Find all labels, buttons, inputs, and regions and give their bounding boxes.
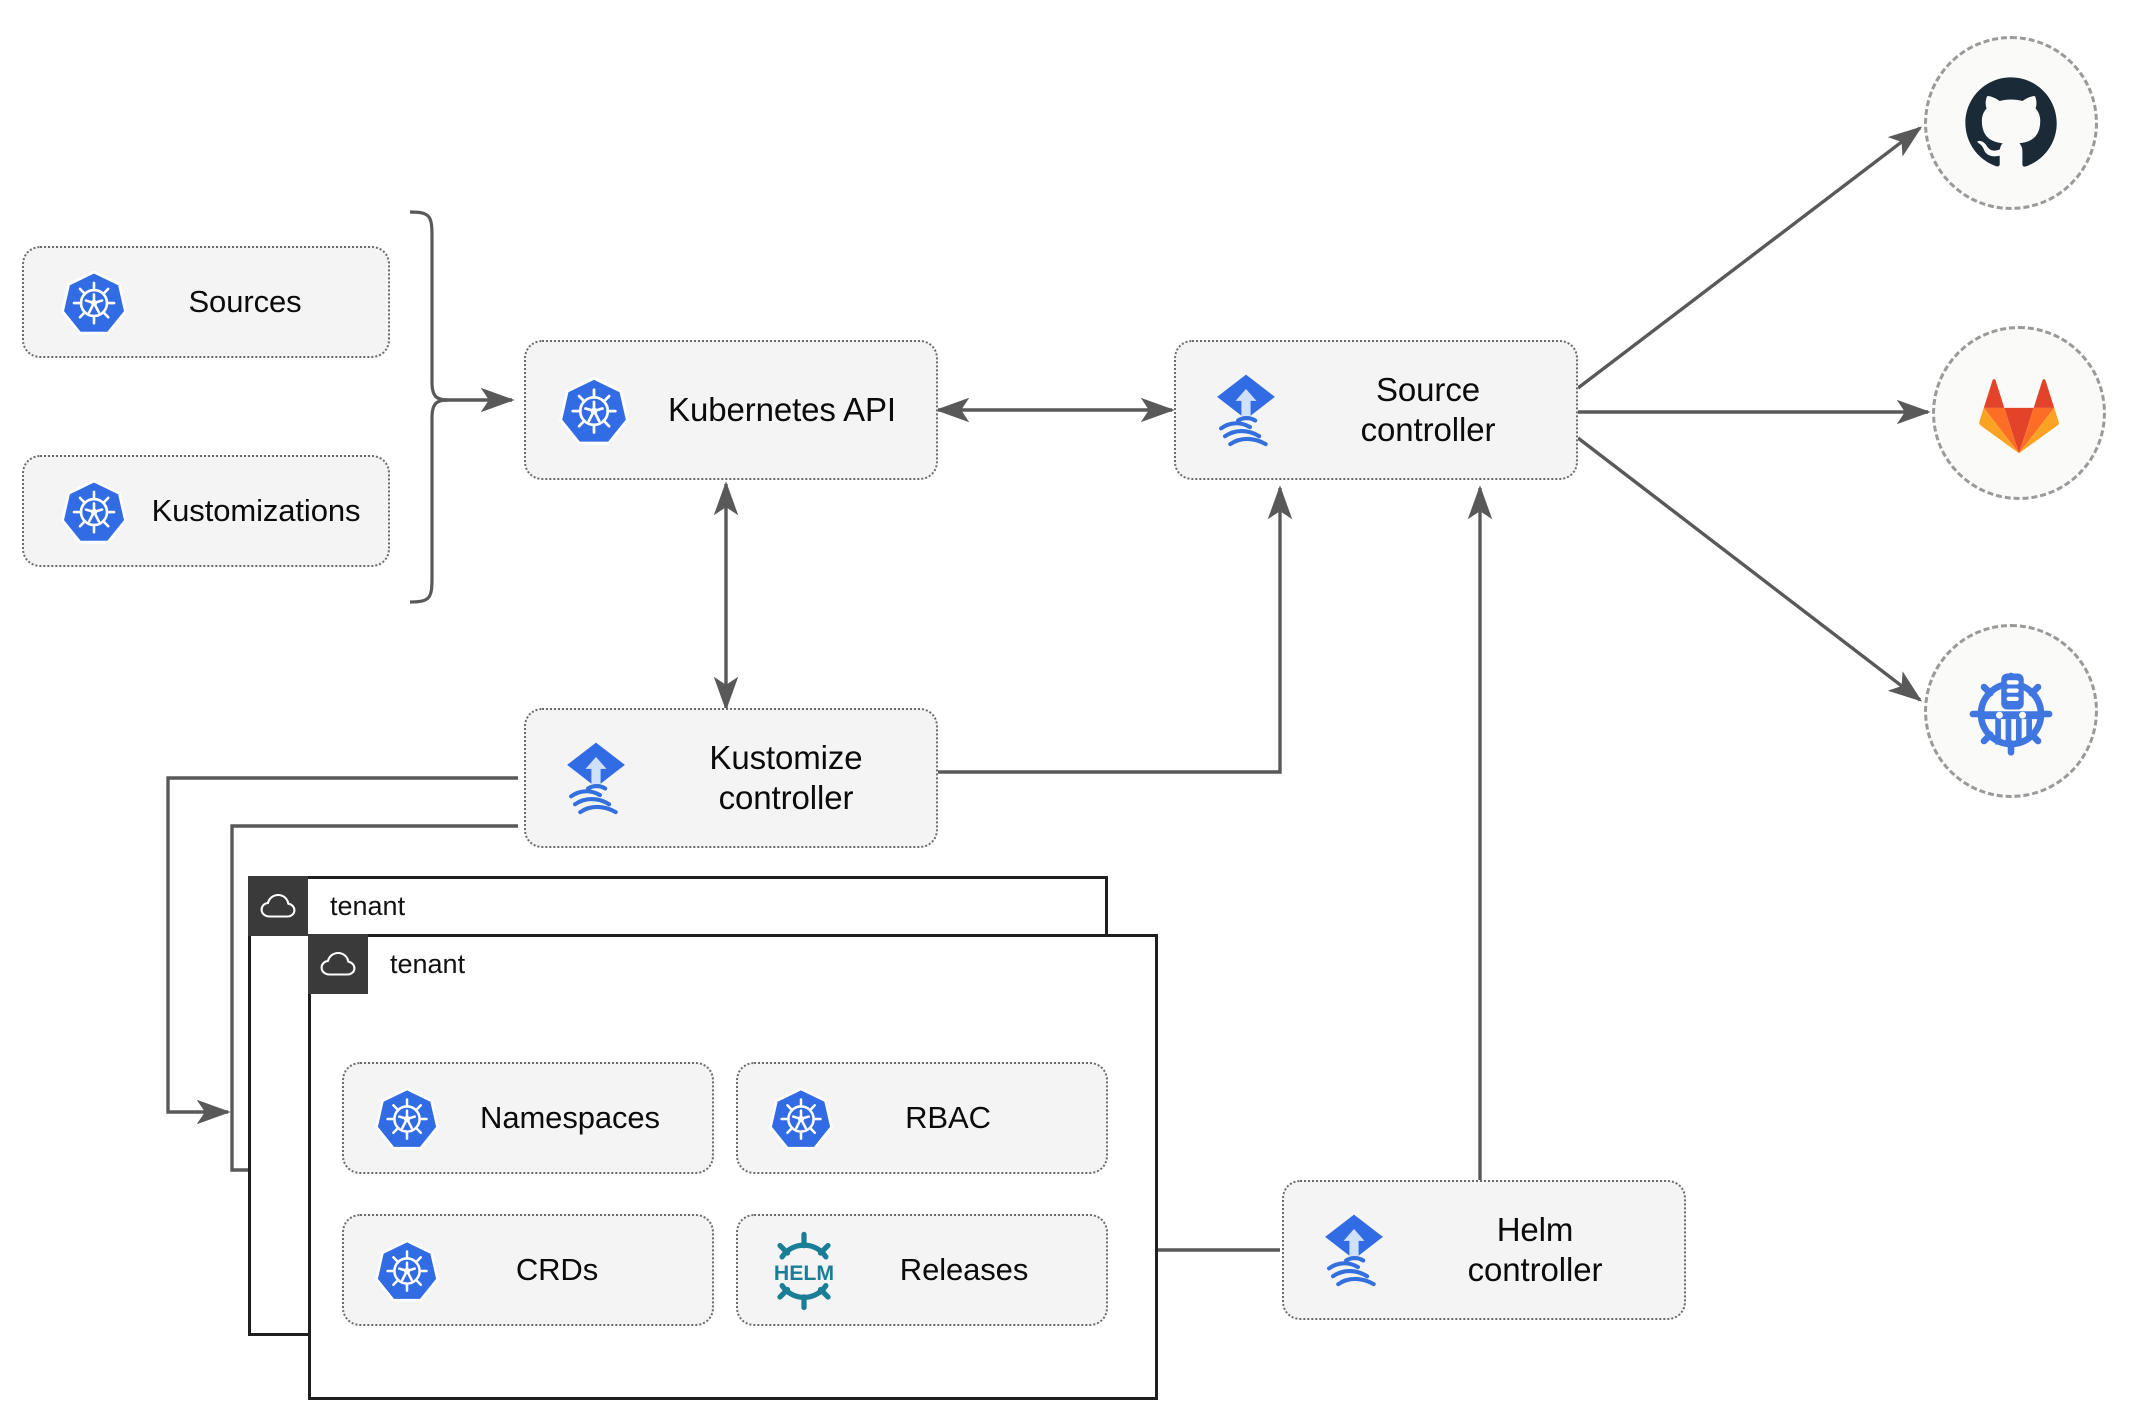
helm-wordmark: HELM xyxy=(774,1261,834,1285)
node-label: Sources xyxy=(188,284,302,320)
kubernetes-icon xyxy=(362,1086,452,1150)
tenant-title: tenant xyxy=(330,890,406,921)
node-label: Helm controller xyxy=(1467,1210,1603,1288)
kubernetes-icon xyxy=(46,478,142,544)
node-label: Kustomizations xyxy=(151,493,361,529)
kubernetes-icon xyxy=(362,1238,452,1302)
node-kubernetes-api[interactable]: Kubernetes API xyxy=(524,340,938,480)
flux-icon xyxy=(540,736,652,820)
kubernetes-icon xyxy=(756,1086,846,1150)
node-label: RBAC xyxy=(905,1100,991,1136)
kubernetes-icon xyxy=(46,269,142,335)
inputs-bracket xyxy=(409,210,449,604)
node-sources[interactable]: Sources xyxy=(22,246,390,358)
tenant-header: tenant xyxy=(308,934,465,994)
tenant-header: tenant xyxy=(248,876,405,936)
tenant-title: tenant xyxy=(390,948,466,979)
node-label: Kustomize controller xyxy=(709,738,863,816)
node-releases[interactable]: HELM Releases xyxy=(736,1214,1108,1326)
node-namespaces[interactable]: Namespaces xyxy=(342,1062,714,1174)
node-source-controller[interactable]: Source controller xyxy=(1174,340,1578,480)
node-label: CRDs xyxy=(515,1252,599,1288)
node-label: Namespaces xyxy=(480,1100,660,1136)
provider-helm-repository[interactable] xyxy=(1924,624,2098,798)
node-kustomizations[interactable]: Kustomizations xyxy=(22,455,390,567)
node-label: Source controller xyxy=(1360,370,1496,448)
node-label: Releases xyxy=(899,1252,1029,1288)
provider-github[interactable] xyxy=(1924,36,2098,210)
flux-icon xyxy=(1190,368,1302,452)
node-helm-controller[interactable]: Helm controller xyxy=(1282,1180,1686,1320)
node-crds[interactable]: CRDs xyxy=(342,1214,714,1326)
gitlab-icon xyxy=(1979,379,2059,454)
edge-source-to-github xyxy=(1576,126,1923,390)
cloud-icon xyxy=(248,876,308,936)
helm-icon: HELM xyxy=(752,1230,856,1311)
provider-gitlab[interactable] xyxy=(1932,326,2106,500)
edge-kustomize-to-source xyxy=(938,485,1293,774)
cloud-icon xyxy=(308,934,368,994)
github-icon xyxy=(1965,77,2057,167)
flux-icon xyxy=(1298,1208,1410,1292)
node-label: Kubernetes API xyxy=(668,390,896,428)
node-rbac[interactable]: RBAC xyxy=(736,1062,1108,1174)
helm-repository-icon xyxy=(1969,672,2053,756)
node-kustomize-controller[interactable]: Kustomize controller xyxy=(524,708,938,848)
kubernetes-icon xyxy=(544,375,644,445)
edge-source-to-helm-repository xyxy=(1576,436,1923,702)
